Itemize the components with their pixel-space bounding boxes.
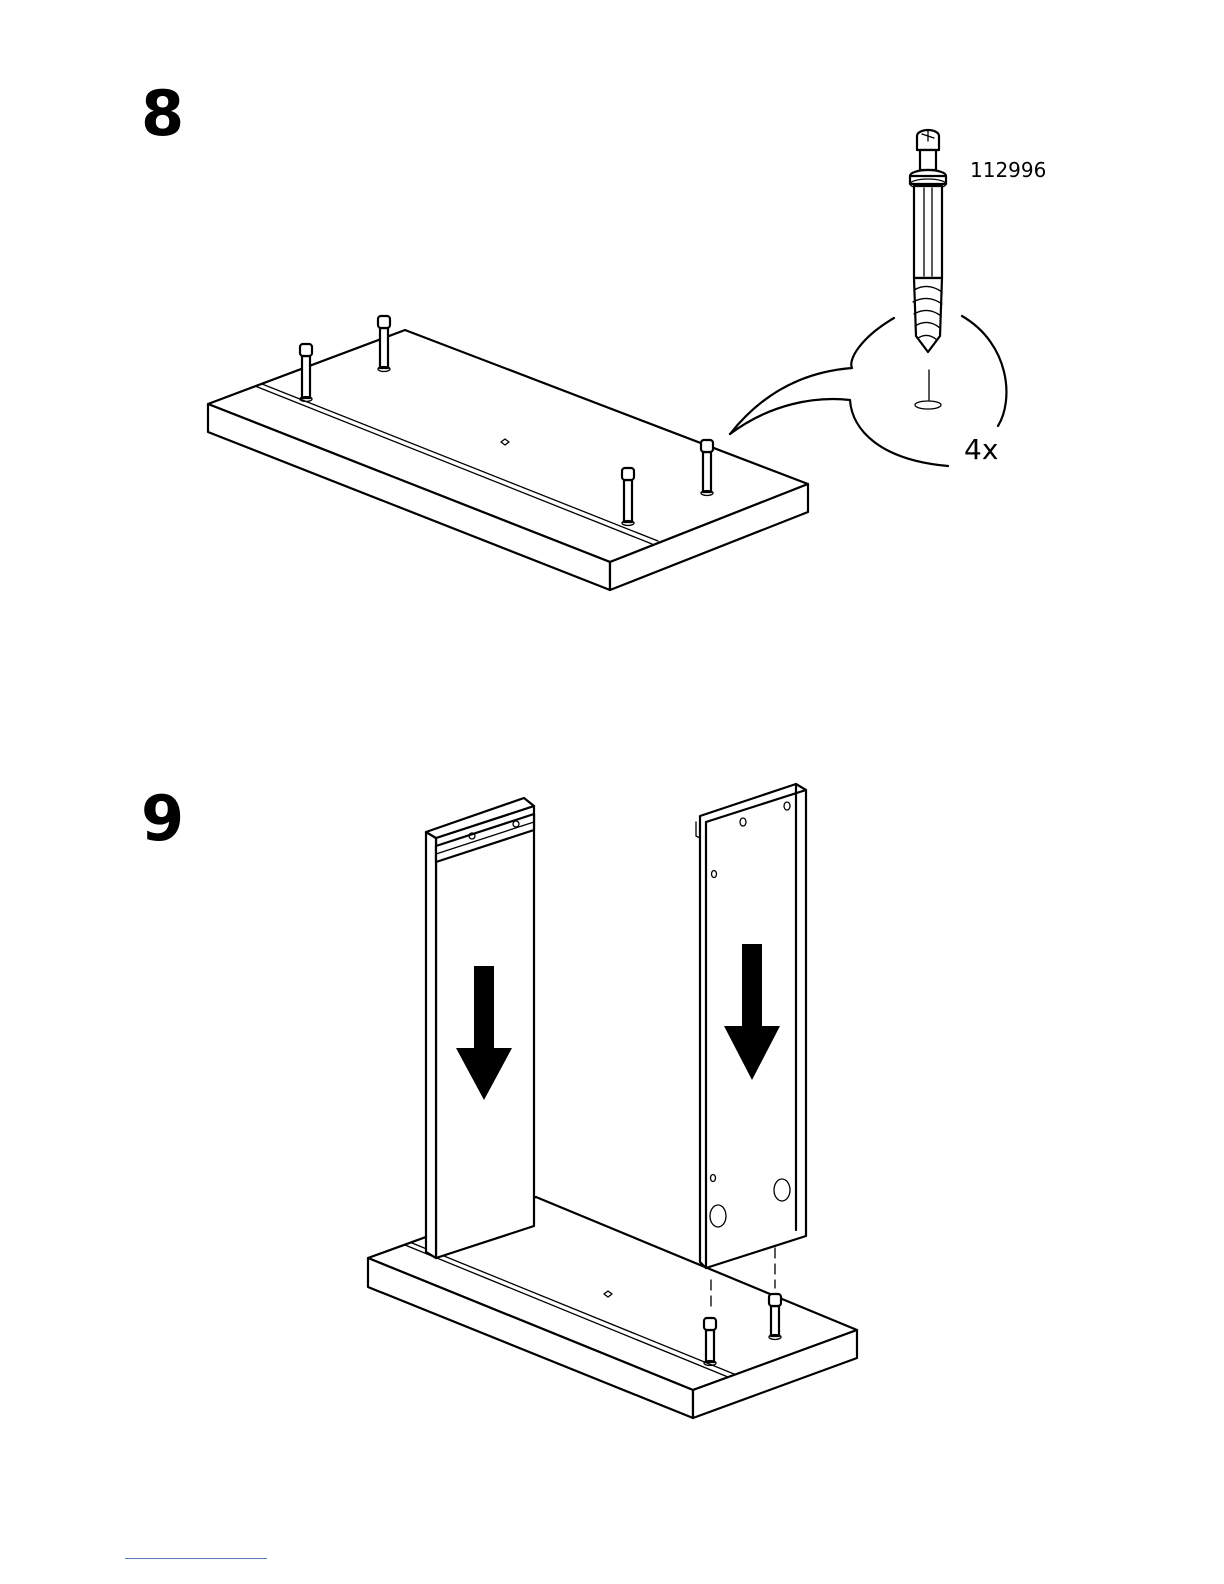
step-8-dowel-3: [622, 468, 634, 526]
detail-hole: [915, 370, 941, 409]
cam-dowel-screw-icon: [910, 130, 946, 352]
step-8-dowel-2: [378, 316, 390, 372]
step-8-board: [208, 330, 808, 590]
step-8-dowel-1: [300, 344, 312, 402]
detail-callout-bubble: [730, 316, 1006, 466]
step-9-dowel-2: [769, 1248, 781, 1340]
footer-rule: [125, 1558, 267, 1559]
step-8-dowel-4: [701, 440, 713, 496]
